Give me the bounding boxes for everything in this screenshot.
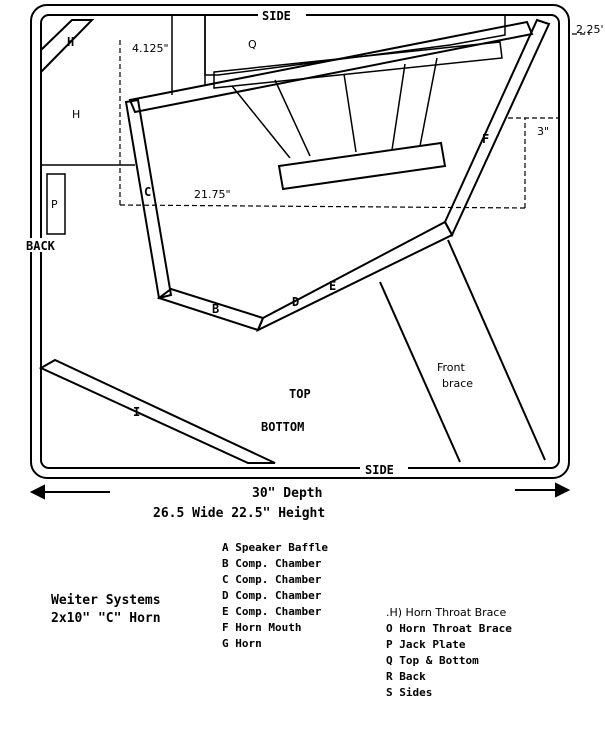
legend-left-item: C Comp. Chamber <box>222 573 322 586</box>
dim-21-75: 21.75" <box>194 188 231 201</box>
part-e: E <box>329 279 336 293</box>
legend-left-item: D Comp. Chamber <box>222 589 322 602</box>
dim-2-25: 2.25' <box>576 23 604 36</box>
legend-left-item: B Comp. Chamber <box>222 557 322 570</box>
part-h-corner: H <box>67 35 74 49</box>
jack-plate-p <box>46 173 66 235</box>
depth-label: 30" Depth <box>252 486 322 501</box>
part-d: D <box>292 295 299 309</box>
bottom-label: BOTTOM <box>261 420 304 434</box>
cabinet-outline <box>30 4 570 479</box>
corner-brace-h <box>40 19 95 75</box>
legend-right-item: S Sides <box>386 686 432 699</box>
comp-chamber-e <box>256 220 454 333</box>
speaker-baffle-a <box>128 20 534 114</box>
horn-throat-brace-o <box>277 141 447 191</box>
comp-chamber-b <box>156 287 265 332</box>
back-label: BACK <box>26 239 56 253</box>
title-line-1: Weiter Systems <box>51 593 161 608</box>
side-bottom-label: SIDE <box>365 463 394 477</box>
part-f: F <box>482 132 489 146</box>
front-brace-label-2: brace <box>442 377 473 390</box>
legend-right-item: P Jack Plate <box>386 638 466 651</box>
legend-right-item: Q Top & Bottom <box>386 654 479 667</box>
part-i: I <box>133 405 140 419</box>
legend-right-item: O Horn Throat Brace <box>386 622 512 635</box>
legend-right-header: .H) Horn Throat Brace <box>386 606 506 619</box>
legend-left-item: E Comp. Chamber <box>222 605 322 618</box>
legend-right: O Horn Throat Brace P Jack Plate Q Top & B… <box>386 622 512 699</box>
part-p: P <box>51 198 58 211</box>
legend-left-item: A Speaker Baffle <box>222 541 328 554</box>
part-h: H <box>72 108 80 121</box>
front-brace <box>379 239 546 463</box>
front-brace-label-1: Front <box>437 361 466 374</box>
title-line-2: 2x10" "C" Horn <box>51 611 161 626</box>
wide-height-label: 26.5 Wide 22.5" Height <box>153 506 325 521</box>
top-label: TOP <box>289 387 311 401</box>
brace-i <box>38 358 276 464</box>
legend-left-item: F Horn Mouth <box>222 621 301 634</box>
side-top-label: SIDE <box>262 9 291 23</box>
horn-mouth-f <box>443 18 551 238</box>
comp-chamber-c <box>124 98 173 300</box>
part-q: Q <box>248 38 257 51</box>
legend-left-item: G Horn <box>222 637 262 650</box>
legend-left: A Speaker Baffle B Comp. Chamber C Comp. C… <box>222 541 328 650</box>
dashed-outline <box>119 33 590 209</box>
legend-right-item: R Back <box>386 670 426 683</box>
depth-arrows <box>29 482 571 500</box>
part-c: C <box>144 185 151 199</box>
part-b: B <box>212 302 219 316</box>
dim-3: 3" <box>537 125 549 138</box>
dim-4-125: 4.125" <box>132 42 169 55</box>
horn-throat-lines <box>231 57 438 159</box>
